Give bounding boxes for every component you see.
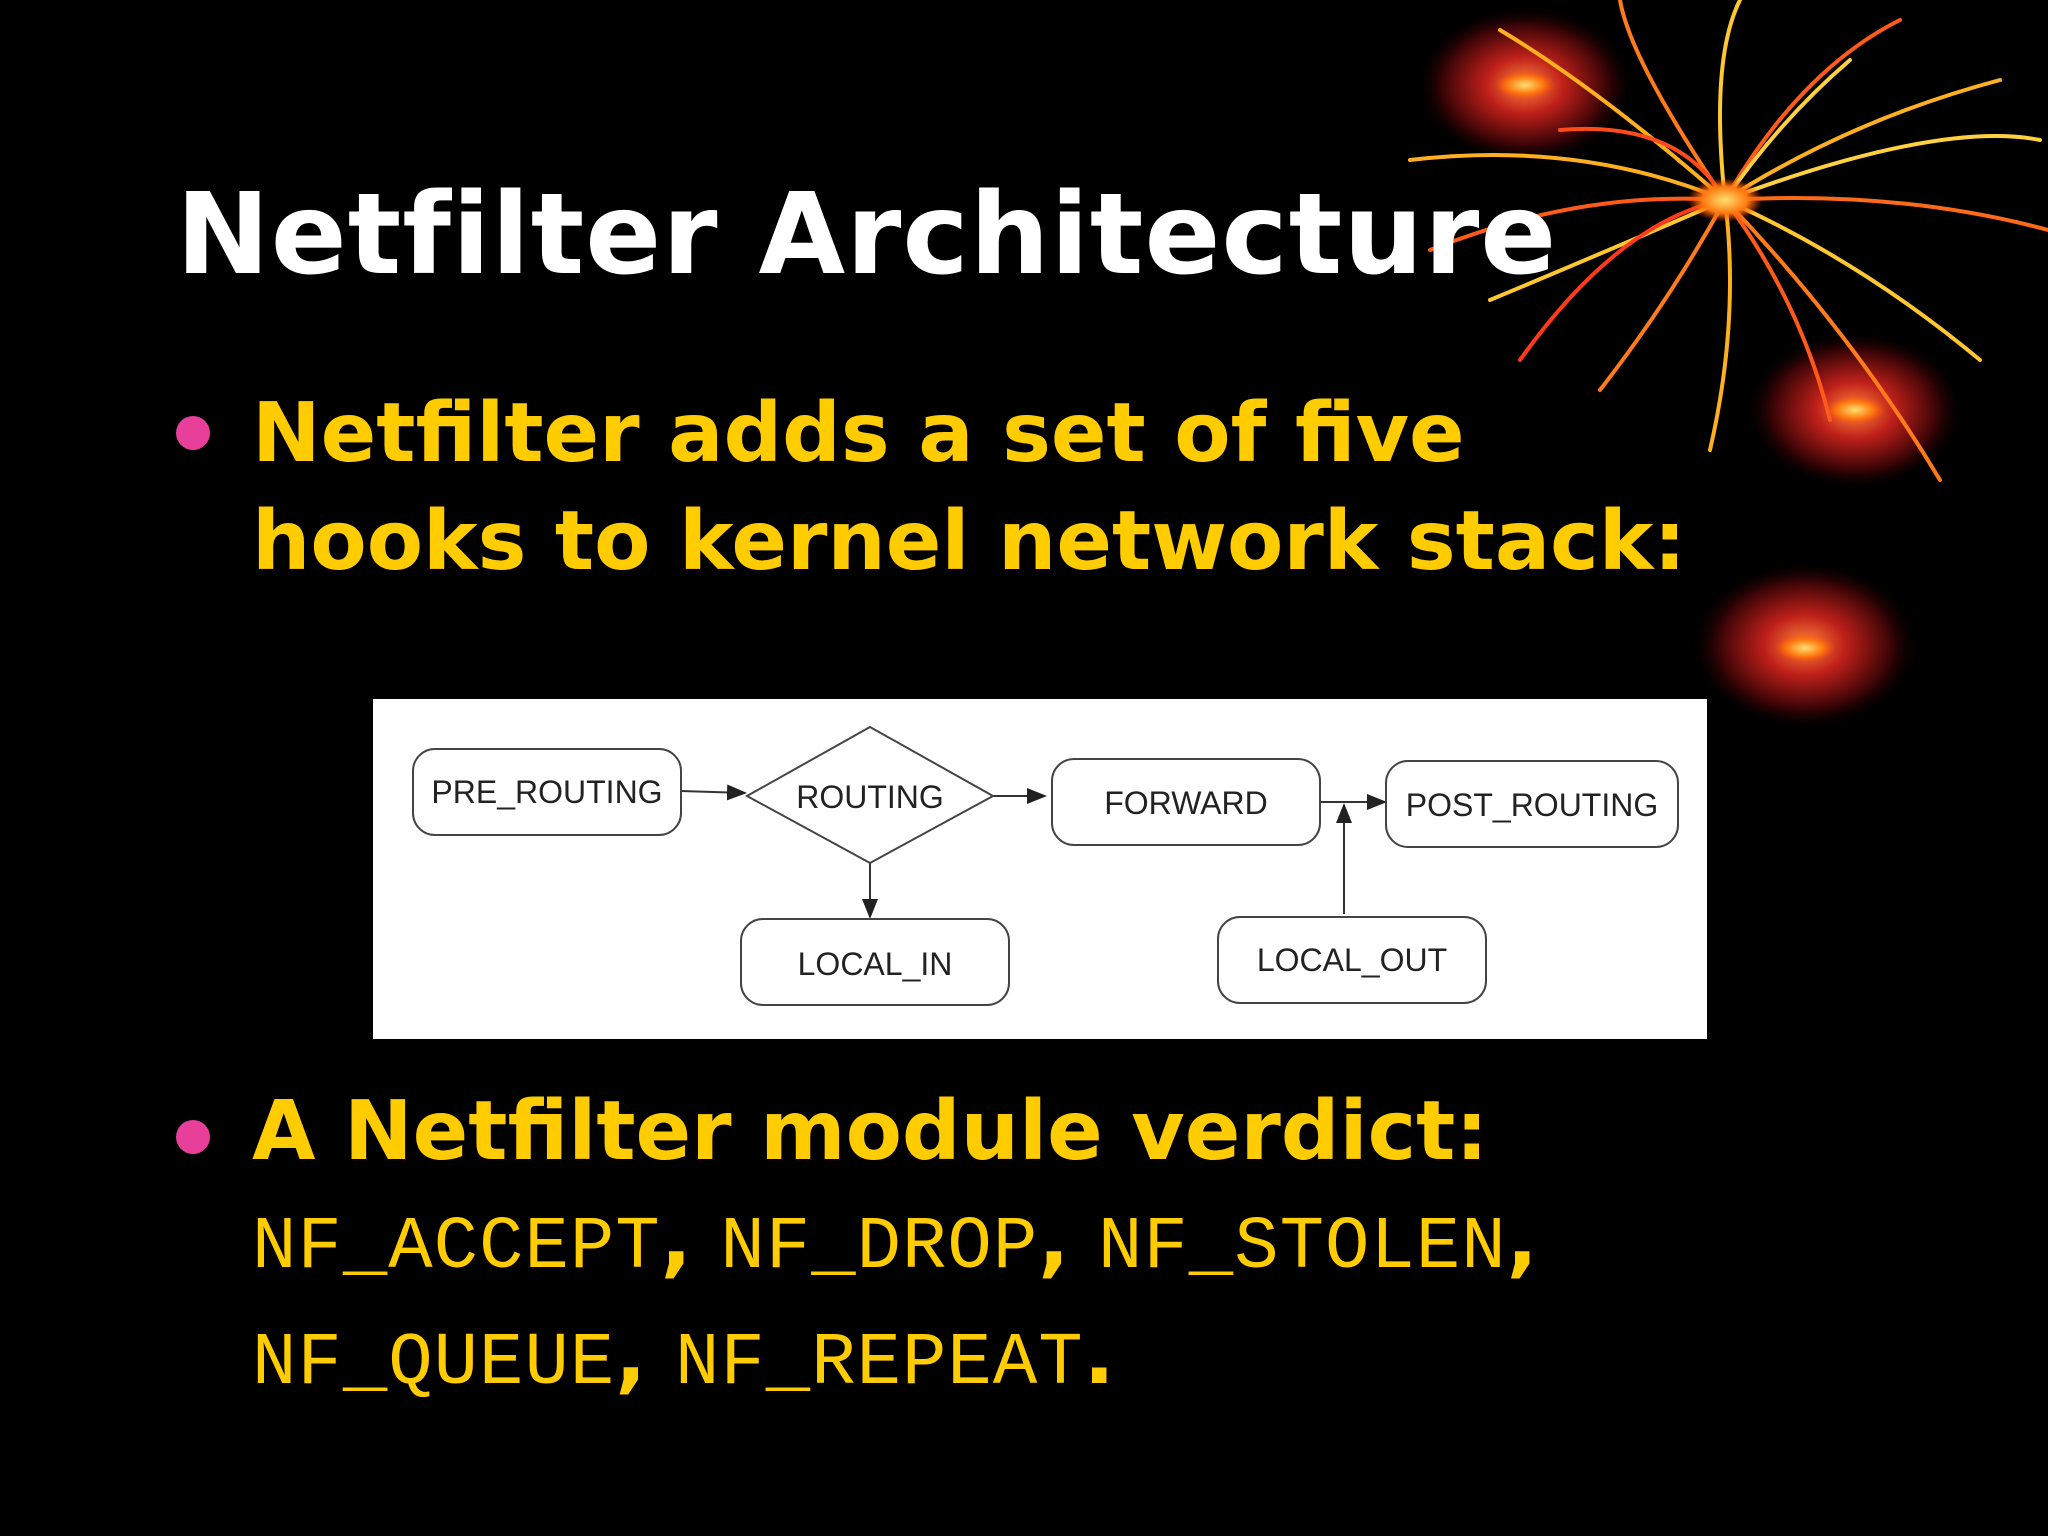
spark-rays [1408,0,2048,482]
label-local-in: LOCAL_IN [798,946,953,982]
verdict-accept: NF_ACCEPT [252,1206,661,1290]
separator: . [1083,1308,1115,1403]
glow-bulbs [1415,5,1965,730]
diagram-edges [680,784,1387,919]
node-local-out [1217,916,1487,1004]
bullet-line: hooks to kernel network stack: [252,494,1687,589]
bullet-dot [176,1120,210,1154]
verdict-line-1: NF_ACCEPT, NF_DROP, NF_STOLEN, [252,1186,1538,1302]
bullet-verdict-text: A Netfilter module verdict: NF_ACCEPT, N… [252,1078,1538,1418]
edge-pre-to-routing [680,784,747,801]
node-pre-routing [412,748,682,836]
bullet-dot [176,416,210,450]
node-post-routing [1385,760,1679,848]
spark-center [1687,178,1763,222]
slide-title: Netfilter Architecture [176,170,1558,300]
label-forward: FORWARD [1104,785,1268,821]
netfilter-hooks-diagram: PRE_ROUTING ROUTING FORWARD POST_ROUTING… [373,699,1707,1039]
label-pre-routing: PRE_ROUTING [431,774,662,810]
verdict-drop: NF_DROP [720,1206,1039,1290]
separator: , [1506,1192,1538,1287]
verdict-stolen: NF_STOLEN [1097,1206,1507,1290]
label-post-routing: POST_ROUTING [1406,787,1658,823]
label-routing: ROUTING [796,779,944,815]
label-local-out: LOCAL_OUT [1257,942,1447,978]
separator: , [615,1308,647,1403]
bullet-line: Netfilter adds a set of five [252,386,1465,481]
verdict-repeat: NF_REPEAT [674,1322,1084,1406]
node-local-in [740,918,1010,1006]
separator: , [660,1192,692,1287]
bullet-hooks-text: Netfilter adds a set of five hooks to ke… [252,380,1686,596]
verdict-queue: NF_QUEUE [252,1322,616,1406]
node-forward [1051,758,1321,846]
verdict-line-2: NF_QUEUE, NF_REPEAT. [252,1302,1538,1418]
bullet-heading: A Netfilter module verdict: [252,1084,1489,1179]
separator: , [1038,1192,1070,1287]
fireworks-decoration [1408,0,2048,730]
node-routing [744,725,996,865]
